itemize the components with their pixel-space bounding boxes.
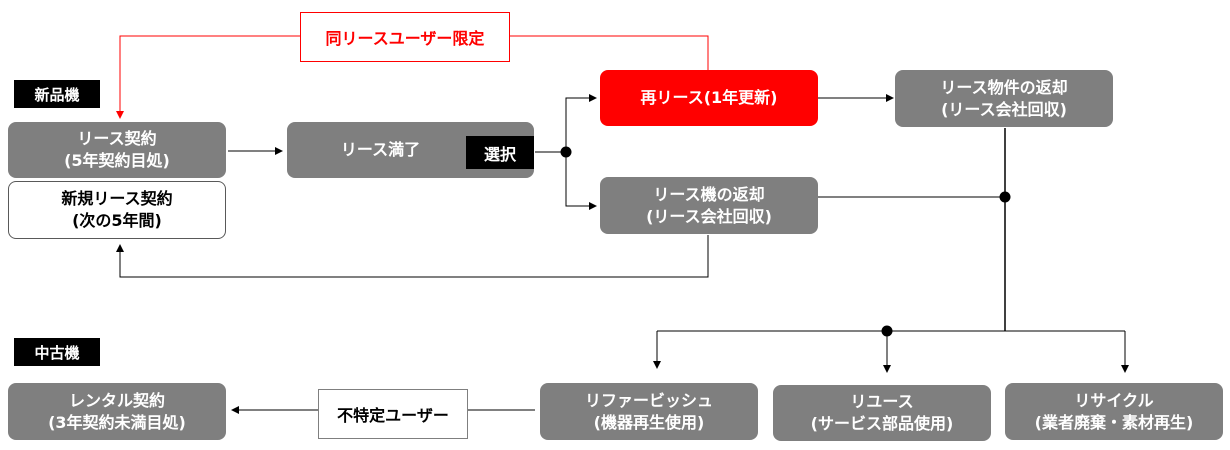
reuse-line1: リユース: [850, 392, 914, 411]
select-tag: 選択: [466, 136, 534, 169]
return-to-new-contract-arrow: [116, 235, 709, 278]
reuse-node: リユース (サービス部品使用): [773, 385, 991, 441]
new-lease-contract-node: 新規リース契約 (次の5年間): [8, 181, 226, 239]
used-machine-tag: 中古機: [14, 338, 100, 366]
branch-to-re-lease-arrow: [565, 94, 597, 152]
lease-contract-line1: リース契約: [77, 129, 157, 148]
return-property-node: リース物件の返却 (リース会社回収): [895, 70, 1113, 127]
unspecified-user-label: 不特定ユーザー: [318, 389, 468, 439]
lease-contract-line2: (5年契約目処): [64, 151, 170, 170]
rental-line2: (3年契約未満目処): [48, 412, 186, 432]
refurbish-node: リファービッシュ (機器再生使用): [540, 383, 758, 440]
lease-end-label: リース満了: [340, 140, 421, 159]
new-machine-tag: 新品機: [14, 80, 100, 108]
recycle-line2: (業者廃棄・素材再生): [1034, 412, 1194, 432]
refurbish-line2: (機器再生使用): [593, 412, 705, 432]
re-lease-label: 再リース(1年更新): [640, 88, 778, 107]
new-lease-contract-line2: (次の5年間): [72, 211, 162, 230]
return-machine-node: リース機の返却 (リース会社回収): [600, 177, 818, 234]
recycle-node: リサイクル (業者廃棄・素材再生): [1005, 383, 1223, 440]
rental-node: レンタル契約 (3年契約未満目処): [8, 383, 226, 440]
new-lease-contract-line1: 新規リース契約: [61, 189, 173, 208]
branch-to-return-arrow: [565, 152, 597, 210]
refurbish-line1: リファービッシュ: [584, 390, 713, 410]
lease-contract-node: リース契約 (5年契約目処): [8, 122, 226, 178]
re-lease-node: 再リース(1年更新): [600, 70, 818, 126]
rental-line1: レンタル契約: [68, 390, 165, 410]
same-user-label: 同リースユーザー限定: [300, 12, 510, 62]
return-junction-dot: [999, 191, 1011, 203]
return-property-line2: (リース会社回収): [941, 99, 1067, 119]
return-property-line1: リース物件の返却: [940, 77, 1068, 97]
return-machine-line2: (リース会社回収): [646, 206, 772, 226]
reuse-line2: (サービス部品使用): [810, 414, 954, 433]
return-machine-line1: リース機の返却: [653, 184, 765, 204]
recycle-line1: リサイクル: [1074, 390, 1154, 410]
